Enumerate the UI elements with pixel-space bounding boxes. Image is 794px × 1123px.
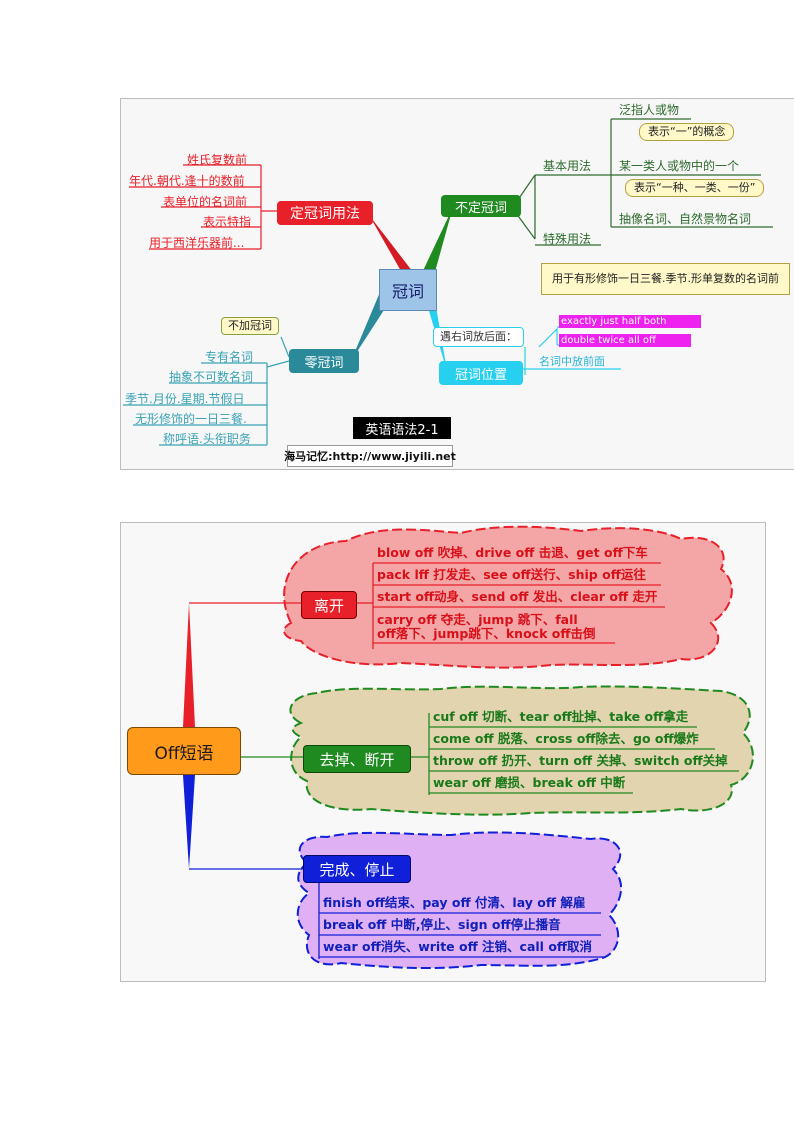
- remove-phrase-3: throw off 扔开、turn off 关掉、switch off关掉: [433, 753, 728, 768]
- definite-item-4: 表示特指: [203, 215, 252, 229]
- diagram-title: 英语语法2-1: [353, 417, 451, 439]
- zero-note: 不加冠词: [221, 317, 279, 335]
- leave-phrase-4: carry off 夺走、jump 跳下、fall: [377, 612, 578, 627]
- branch-remove-label[interactable]: 去掉、断开: [303, 745, 411, 773]
- indefinite-basic-label: 基本用法: [543, 159, 592, 173]
- definite-item-5: 用于西洋乐器前...: [149, 236, 245, 250]
- trunk-red: [183, 603, 195, 727]
- remove-phrase-1: cuf off 切断、tear off扯掉、take off拿走: [433, 709, 689, 724]
- leave-phrase-2: pack lff 打发走、see off送行、ship off运往: [377, 567, 646, 582]
- center-node-off[interactable]: Off短语: [127, 727, 241, 775]
- branch-position-label[interactable]: 冠词位置: [439, 361, 523, 385]
- zero-item-3: 季节.月份.星期.节假日: [125, 392, 245, 406]
- definite-item-1: 姓氏复数前: [187, 153, 248, 167]
- leave-phrase-5: off落下、jump跳下、knock off击倒: [377, 626, 596, 641]
- branch-indefinite-connector: [421, 207, 453, 279]
- position-middle: 名词中放前面: [539, 355, 605, 368]
- indefinite-basic-item-4: 表示“一种、一类、一份”: [625, 179, 765, 197]
- definite-item-2: 年代.朝代.逢十的数前: [129, 174, 245, 188]
- zero-item-2: 抽象不可数名词: [169, 370, 254, 384]
- definite-item-3: 表单位的名词前: [163, 195, 248, 209]
- remove-phrase-4: wear off 磨损、break off 中断: [433, 775, 626, 790]
- zero-item-1: 专有名词: [205, 350, 254, 364]
- indefinite-basic-item-3: 某一类人或物中的一个: [619, 159, 740, 173]
- zero-item-5: 称呼语.头衔职务: [163, 432, 251, 446]
- leave-phrase-1: blow off 吹掉、drive off 击退、get off下车: [377, 545, 648, 560]
- mindmap-articles: 冠词 定冠词用法 姓氏复数前 年代.朝代.逢十的数前 表单位的名词前 表示特指 …: [120, 98, 794, 470]
- branch-finish-label[interactable]: 完成、停止: [303, 855, 411, 883]
- cloud-leave: [283, 525, 733, 669]
- mindmap-off-phrases: Off短语 离开 去掉、断开 完成、停止 blow off 吹掉、drive o…: [120, 522, 766, 982]
- position-words-2: double twice all off: [559, 334, 691, 347]
- indefinite-basic-item-5: 抽像名词、自然景物名词: [619, 212, 752, 226]
- center-node-articles[interactable]: 冠词: [379, 269, 437, 311]
- branch-zero-label[interactable]: 零冠词: [289, 349, 359, 373]
- finish-phrase-1: finish off结束、pay off 付清、lay off 解雇: [323, 895, 586, 910]
- branch-definite-label[interactable]: 定冠词用法: [277, 201, 373, 225]
- site-label[interactable]: 海马记忆:http://www.jiyili.net: [284, 445, 456, 467]
- cloud-remove: [289, 685, 754, 816]
- branch-leave-label[interactable]: 离开: [301, 591, 357, 619]
- branch-definite-connector: [369, 215, 423, 285]
- remove-phrase-2: come off 脱落、cross off除去、go off爆炸: [433, 731, 699, 746]
- finish-phrase-3: wear off消失、write off 注销、call off取消: [323, 939, 593, 954]
- indefinite-basic-item-1: 泛指人或物: [619, 103, 680, 117]
- position-words-1: exactly just half both: [559, 315, 701, 328]
- indefinite-special-label: 特殊用法: [543, 232, 592, 246]
- indefinite-special-note: 用于有形修饰一日三餐.季节.形单复数的名词前: [541, 263, 790, 295]
- indefinite-basic-item-2: 表示“一”的概念: [639, 123, 735, 141]
- finish-phrase-2: break off 中断,停止、sign off停止播音: [323, 917, 561, 932]
- position-rule: 遇右词放后面：: [433, 327, 524, 347]
- branch-indefinite-label[interactable]: 不定冠词: [441, 195, 521, 217]
- leave-phrase-3: start off动身、send off 发出、clear off 走开: [377, 589, 658, 604]
- trunk-blue: [183, 775, 195, 869]
- zero-item-4: 无形修饰的一日三餐.: [135, 412, 247, 426]
